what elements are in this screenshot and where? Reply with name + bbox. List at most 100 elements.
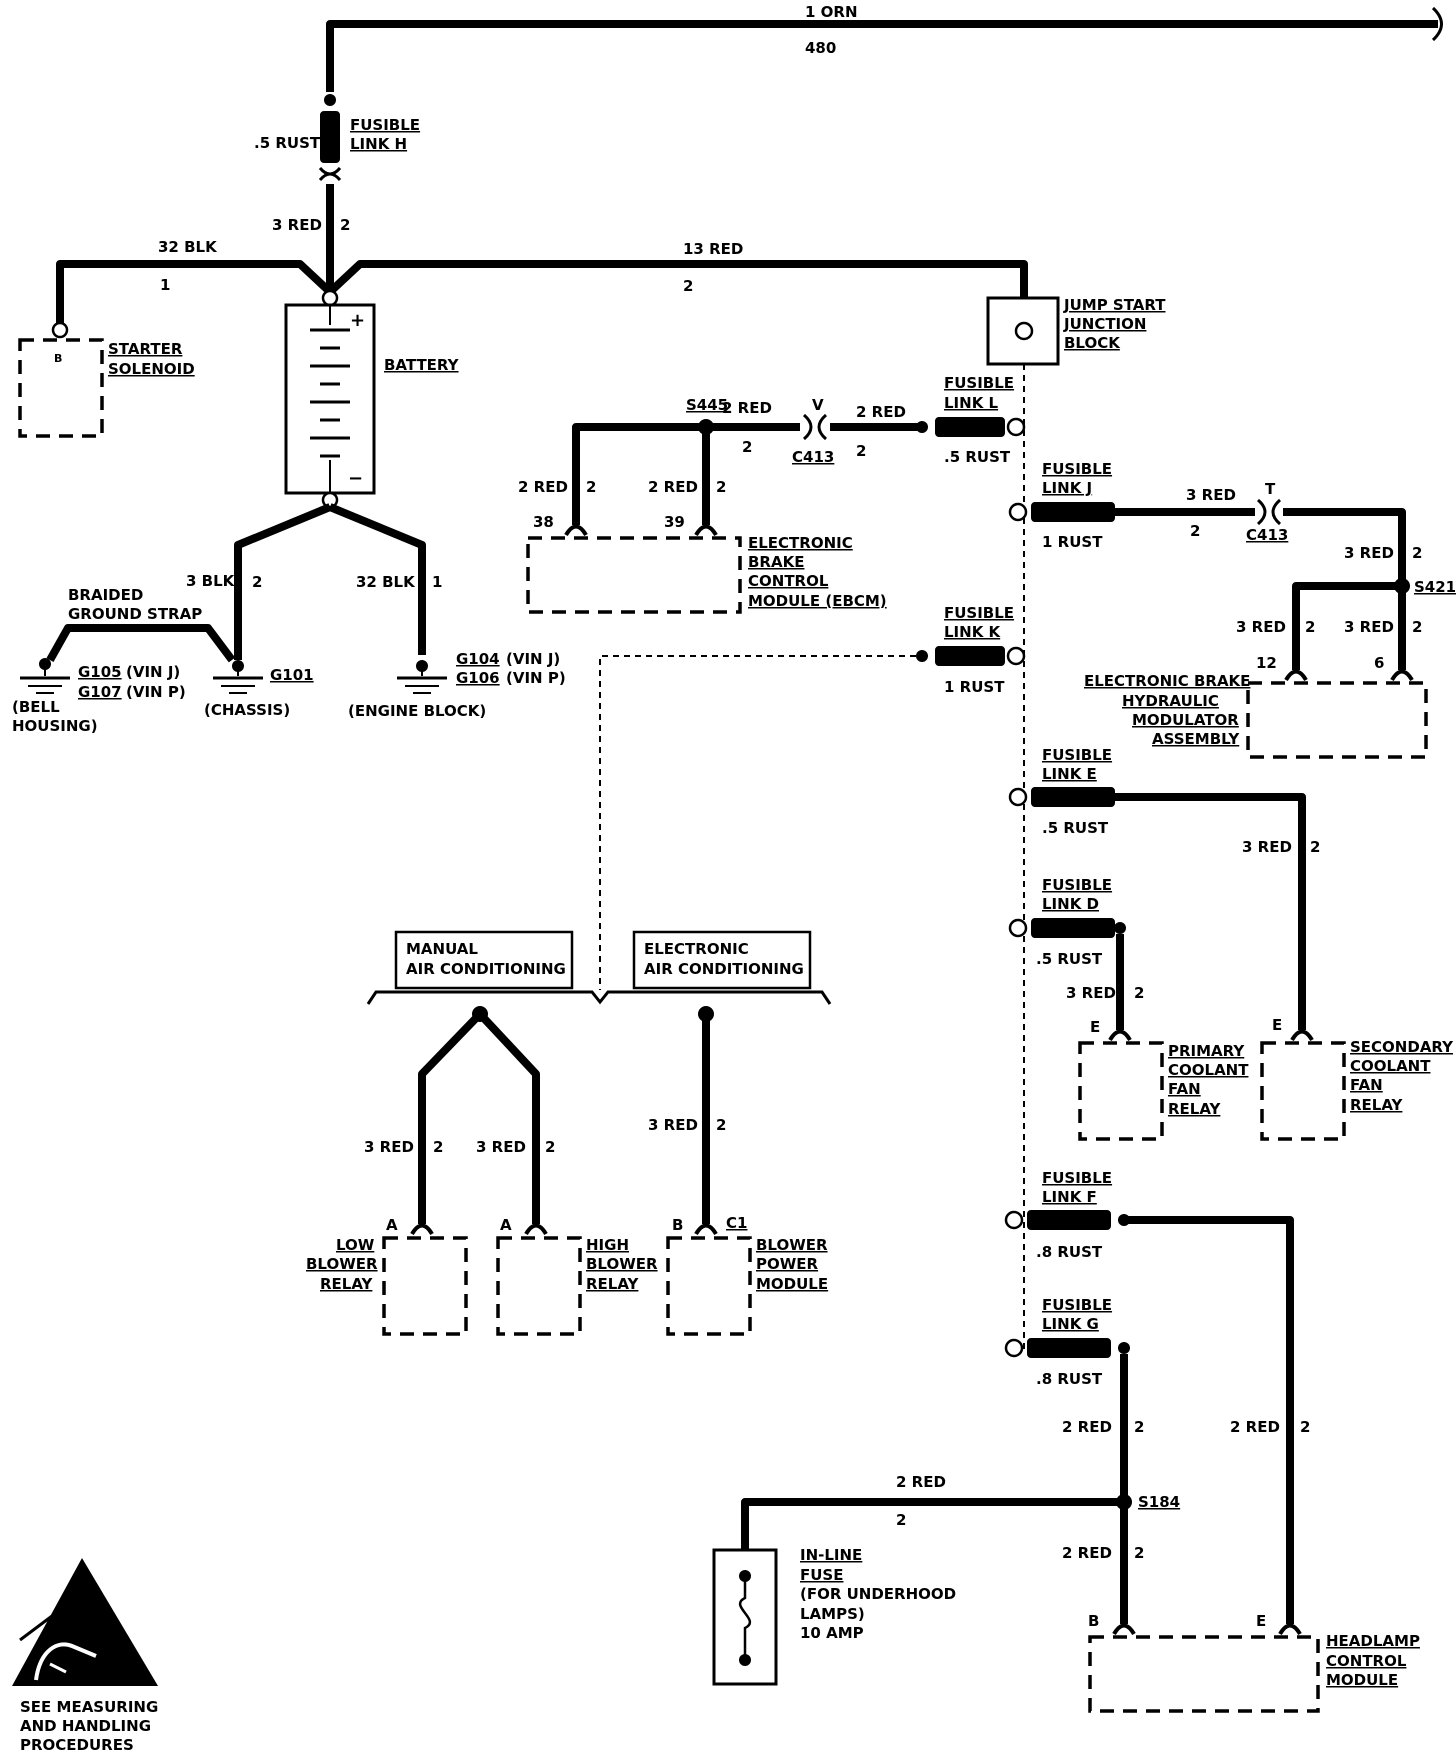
link-f-color: 2 RED	[1230, 1418, 1280, 1436]
link-e-circuit: 2	[1310, 838, 1320, 856]
starter-pin: B	[54, 352, 62, 365]
jump-block-label-3: BLOCK	[1064, 334, 1121, 352]
inline-fuse: IN-LINE FUSE (FOR UNDERHOOD LAMPS) 10 AM…	[712, 1546, 956, 1686]
g101-loc: (CHASSIS)	[204, 701, 290, 719]
high-blower-relay: A HIGH BLOWER RELAY	[496, 1216, 658, 1336]
starter-label-1: STARTER	[108, 340, 183, 358]
primary-fan-pin: E	[1090, 1018, 1100, 1036]
starter-wire-color: 32 BLK	[158, 238, 218, 256]
wire-orn-480: 1 ORN 480	[326, 3, 1443, 92]
starter-solenoid: B STARTER SOLENOID	[18, 321, 195, 438]
splice-s445	[698, 419, 714, 435]
starter-wire-circuit: 1	[160, 276, 170, 294]
headlamp-label-3: MODULE	[1326, 1671, 1398, 1689]
high-blower-label-3: RELAY	[586, 1275, 640, 1293]
link-g-wire: .8 RUST	[1036, 1370, 1103, 1388]
manual-ac-label-2: AIR CONDITIONING	[406, 960, 566, 978]
blower-module-label-2: POWER	[756, 1255, 819, 1273]
s184-fuse-circuit: 2	[896, 1511, 906, 1529]
link-l-label-1: FUSIBLE	[944, 374, 1014, 392]
secondary-fan-label-3: FAN	[1350, 1076, 1383, 1094]
blower-module-label-3: MODULE	[756, 1275, 828, 1293]
ebcm-pin-38: 38	[533, 513, 554, 531]
electronic-ac-label-2: AIR CONDITIONING	[644, 960, 804, 978]
g105-vin: (VIN J)	[126, 663, 180, 681]
link-l-label-2: LINK L	[944, 394, 999, 412]
jump-wire-circuit: 2	[683, 277, 693, 295]
link-f-label-2: LINK F	[1042, 1188, 1097, 1206]
s421-6-circuit: 2	[1412, 618, 1422, 636]
s421-label: S421	[1414, 578, 1456, 596]
fusible-link-k: FUSIBLE LINK K 1 RUST	[916, 604, 1026, 696]
high-blower-circuit: 2	[545, 1138, 555, 1156]
battery: + − BATTERY	[284, 289, 460, 509]
primary-coolant-fan-relay: E PRIMARY COOLANT FAN RELAY	[1078, 1018, 1249, 1141]
esd-note-1: SEE MEASURING	[20, 1698, 158, 1716]
high-blower-color: 3 RED	[476, 1138, 526, 1156]
s184-b-color: 2 RED	[1062, 1544, 1112, 1562]
low-blower-color: 3 RED	[364, 1138, 414, 1156]
blower-module-label-1: BLOWER	[756, 1236, 828, 1254]
link-e-wire: .5 RUST	[1042, 819, 1109, 837]
link-g-circuit: 2	[1134, 1418, 1144, 1436]
manual-ac-label-1: MANUAL	[406, 940, 478, 958]
low-blower-label-2: BLOWER	[306, 1255, 378, 1273]
fusible-link-f: FUSIBLE LINK F .8 RUST	[1004, 1169, 1130, 1261]
ebhm-label-2: HYDRAULIC	[1122, 692, 1219, 710]
c413-l-color: 2 RED	[856, 403, 906, 421]
link-k-label-1: FUSIBLE	[944, 604, 1014, 622]
headlamp-label-1: HEADLAMP	[1326, 1632, 1420, 1650]
ebhm-label-1: ELECTRONIC BRAKE	[1084, 672, 1250, 690]
headlamp-pin-b: B	[1088, 1612, 1099, 1630]
battery-minus: −	[348, 468, 363, 489]
s184-fuse-color: 2 RED	[896, 1473, 946, 1491]
link-g-label-2: LINK G	[1042, 1315, 1099, 1333]
connector-c413-a: V C413	[792, 396, 834, 466]
battery-label: BATTERY	[384, 356, 460, 374]
ac-options: MANUAL AIR CONDITIONING ELECTRONIC AIR C…	[366, 930, 832, 1005]
g104-vin: (VIN J)	[506, 650, 560, 668]
g107-id: G107	[78, 683, 122, 701]
s421-12-circuit: 2	[1305, 618, 1315, 636]
link-d-label-1: FUSIBLE	[1042, 876, 1112, 894]
ebcm38-color: 2 RED	[518, 478, 568, 496]
secondary-fan-label-4: RELAY	[1350, 1096, 1404, 1114]
link-j-label-1: FUSIBLE	[1042, 460, 1112, 478]
g106-id: G106	[456, 669, 500, 687]
link-f-label-1: FUSIBLE	[1042, 1169, 1112, 1187]
gnd-engine-circuit: 1	[432, 573, 442, 591]
fusible-link-d: FUSIBLE LINK D .5 RUST	[1008, 876, 1126, 968]
link-d-color: 3 RED	[1066, 984, 1116, 1002]
low-blower-circuit: 2	[433, 1138, 443, 1156]
link-g-label-1: FUSIBLE	[1042, 1296, 1112, 1314]
s184-label: S184	[1138, 1493, 1180, 1511]
ebhm-label-3: MODULATOR	[1132, 711, 1239, 729]
gnd-chassis-color: 3 BLK	[186, 572, 236, 590]
fuse-label-1: IN-LINE	[800, 1546, 862, 1564]
ground-g105: G105 (VIN J) G107 (VIN P) (BELL HOUSING)	[12, 658, 186, 735]
esd-warning-icon	[12, 1558, 158, 1686]
fusible-link-h: .5 RUST FUSIBLE LINK H	[254, 94, 420, 182]
ebcm38-circuit: 2	[586, 478, 596, 496]
fusible-link-l: FUSIBLE LINK L .5 RUST	[916, 374, 1026, 466]
blower-module-pin: B	[672, 1216, 683, 1234]
link-j-c413-circuit: 2	[1190, 522, 1200, 540]
c413-s421-color: 3 RED	[1344, 544, 1394, 562]
g104-loc: (ENGINE BLOCK)	[348, 702, 486, 720]
primary-fan-label-2: COOLANT	[1168, 1061, 1249, 1079]
blower-power-module: B C1 BLOWER POWER MODULE	[666, 1214, 828, 1336]
fusible-link-j: FUSIBLE LINK J 1 RUST	[1008, 460, 1115, 551]
secondary-fan-pin: E	[1272, 1016, 1282, 1034]
ebcm-label-1: ELECTRONIC	[748, 534, 853, 552]
batt-pos-wire-circuit: 2	[340, 216, 350, 234]
wire-orn-circuit: 480	[805, 39, 836, 57]
link-e-color: 3 RED	[1242, 838, 1292, 856]
low-blower-relay: A LOW BLOWER RELAY	[306, 1216, 468, 1336]
ebcm-pin-39: 39	[664, 513, 685, 531]
g105-loc-1: (BELL	[12, 698, 60, 716]
link-d-wire: .5 RUST	[1036, 950, 1103, 968]
link-j-c413-color: 3 RED	[1186, 486, 1236, 504]
link-k-label-2: LINK K	[944, 623, 1002, 641]
electronic-ac-label-1: ELECTRONIC	[644, 940, 749, 958]
